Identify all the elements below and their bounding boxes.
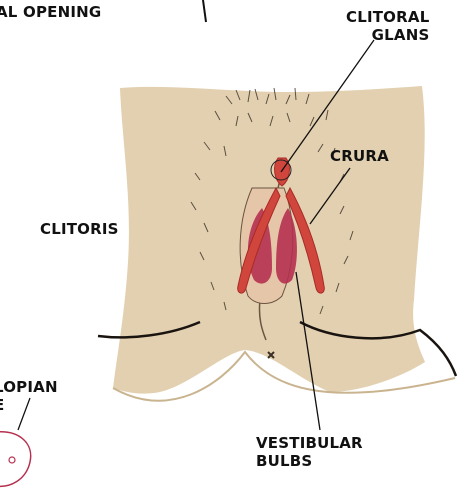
opening-label: AL OPENING bbox=[0, 3, 101, 21]
clitoral-glans-label-line1: CLITORAL bbox=[346, 8, 429, 26]
top-edge-mark bbox=[203, 0, 206, 22]
vestibular-bulbs-label: VESTIBULAR BULBS bbox=[256, 434, 363, 470]
fallopian-tube-label: LOPIAN E bbox=[0, 378, 58, 414]
ovary-fragment bbox=[9, 457, 15, 463]
clitoral-glans-label: CLITORAL GLANS bbox=[346, 8, 429, 44]
clitoral-glans-label-line2: GLANS bbox=[346, 26, 429, 44]
vestibular-bulbs-label-line1: VESTIBULAR bbox=[256, 434, 363, 452]
crura-label: CRURA bbox=[330, 147, 389, 165]
vestibular-bulbs-label-line2: BULBS bbox=[256, 452, 363, 470]
clitoris-label: CLITORIS bbox=[40, 220, 119, 238]
fallopian-tube-label-line1: LOPIAN bbox=[0, 378, 58, 396]
fallopian-tube-label-line2: E bbox=[0, 396, 58, 414]
